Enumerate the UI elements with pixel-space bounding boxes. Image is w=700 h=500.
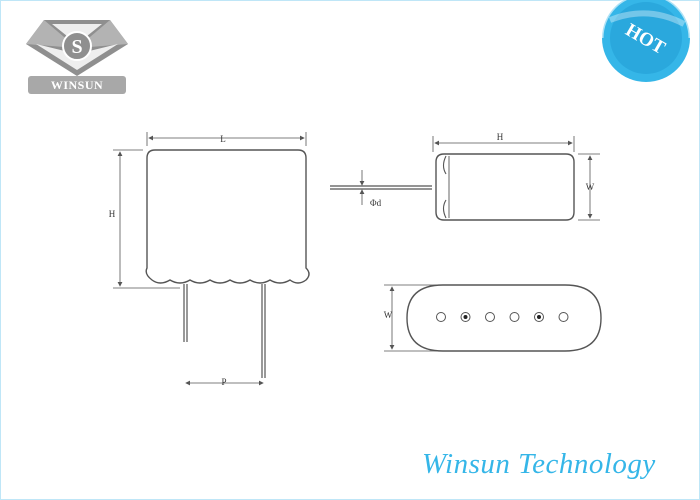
bottom-view-pins (436, 312, 569, 322)
logo-letter: S (71, 36, 82, 58)
hot-badge: HOT (600, 0, 692, 82)
side-view (330, 136, 600, 221)
label-H-front: H (109, 209, 116, 219)
label-H-side: H (497, 132, 504, 142)
side-view-body (435, 153, 575, 221)
pin-dot (537, 315, 541, 319)
bottom-view (384, 284, 602, 352)
pin-hole (558, 312, 569, 322)
label-W-bottom: W (384, 310, 393, 320)
pin-hole (436, 312, 446, 322)
bottom-view-body (406, 284, 602, 352)
label-W-side: W (586, 182, 595, 192)
label-P: P (221, 377, 226, 387)
logo-text: WINSUN (51, 78, 103, 92)
pin-hole (485, 312, 495, 322)
company-name: Winsun Technology (422, 448, 656, 480)
label-phi-d: Φd (370, 198, 382, 208)
front-view (113, 132, 310, 386)
winsun-logo: S WINSUN (26, 20, 128, 94)
pin-dot (463, 315, 468, 319)
pin-hole (509, 312, 520, 322)
front-view-body (145, 149, 310, 284)
label-L: L (220, 134, 226, 144)
